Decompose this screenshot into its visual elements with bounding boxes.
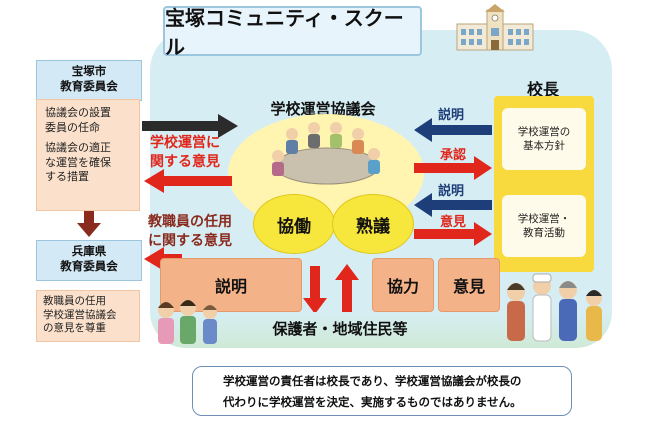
deliberation-text: 熟議 [356, 216, 390, 237]
opinion-management-line2: 関する意見 [150, 154, 220, 170]
arrow-principal-explain-top [414, 118, 492, 142]
community-explain-text: 説明 [214, 277, 247, 296]
opinion-management-line1: 学校運営に [150, 135, 220, 151]
pref-board-duties: 教職員の任用 学校運営協議会 の意見を尊重 [36, 290, 140, 342]
page-title: 宝塚コミュニティ・スクール [163, 6, 422, 59]
city-board-name-line1: 宝塚市 [71, 64, 107, 78]
pref-duty-line3: の意見を尊重 [43, 322, 106, 334]
city-board-duties: 協議会の設置 委員の任命 協議会の適正 な運営を確保 する措置 [36, 99, 140, 211]
city-board-name-line2: 教育委員会 [60, 79, 118, 93]
explain-top-label: 説明 [438, 108, 465, 123]
collaboration-text: 協働 [277, 216, 311, 237]
principal-activities: 学校運営・ 教育活動 [502, 195, 586, 257]
principal-card1-line2: 基本方針 [523, 140, 565, 152]
meeting-illustration [272, 122, 380, 185]
community-cooperate-text: 協力 [386, 277, 419, 296]
deliberation-bubble: 熟議 [332, 194, 414, 254]
principal-basic-policy: 学校運営の 基本方針 [502, 108, 586, 170]
school-building-icon [456, 4, 534, 51]
residents-right-illustration [507, 273, 602, 342]
community-opinion-box: 意見 [438, 258, 500, 312]
city-board-header: 宝塚市 教育委員会 [36, 60, 142, 101]
arrow-council-to-city [144, 169, 232, 193]
city-duty-2-line1: 協議会の適正 [45, 141, 111, 154]
arrow-city-to-council [142, 114, 238, 138]
arrow-council-opinion [414, 222, 492, 246]
opinion-right-label: 意見 [440, 215, 467, 230]
approve-label: 承認 [440, 148, 467, 163]
opinion-staff-line1: 教職員の任用 [148, 214, 232, 230]
pref-board-header: 兵庫県 教育委員会 [36, 240, 142, 281]
council-label: 学校運営協議会 [270, 100, 376, 118]
opinion-management-label: 学校運営に 関する意見 [150, 134, 220, 172]
page-title-text: 宝塚コミュニティ・スクール [165, 6, 404, 59]
city-duty-2-line3: する措置 [45, 170, 89, 183]
pref-duty-line1: 教職員の任用 [43, 295, 106, 307]
note-line1: 学校運営の責任者は校長であり、学校運営協議会が校長の [223, 374, 522, 388]
residents-left-illustration [158, 300, 217, 344]
arrow-city-to-pref [77, 211, 101, 237]
pref-board-name-line2: 教育委員会 [60, 259, 118, 273]
city-duty-1-line1: 協議会の設置 [45, 106, 111, 119]
note-box: 学校運営の責任者は校長であり、学校運営協議会が校長の 代わりに学校運営を決定、実… [192, 366, 572, 416]
principal-card2-line2: 教育活動 [523, 227, 565, 239]
opinion-staff-label: 教職員の任用 に関する意見 [148, 213, 232, 251]
arrow-council-to-residents [303, 266, 327, 314]
community-opinion-text: 意見 [452, 277, 485, 296]
arrow-residents-to-council [335, 264, 359, 314]
arrow-principal-explain-mid [414, 193, 492, 217]
explain-mid-label: 説明 [438, 184, 465, 199]
city-duty-1-line2: 委員の任命 [45, 120, 100, 134]
city-duty-2-line2: な運営を確保 [45, 155, 111, 169]
opinion-staff-line2: に関する意見 [148, 233, 232, 249]
council-members [272, 122, 380, 176]
note-line2: 代わりに学校運営を決定、実施するものではありません。 [223, 395, 522, 409]
collaboration-bubble: 協働 [253, 194, 335, 254]
residents-label: 保護者・地域住民等 [272, 320, 408, 338]
community-cooperate-box: 協力 [372, 258, 434, 312]
principal-label: 校長 [527, 80, 560, 99]
pref-duty-line2: 学校運営協議会 [43, 308, 117, 321]
arrow-council-approve [414, 156, 492, 180]
pref-board-name-line1: 兵庫県 [71, 244, 107, 258]
principal-card1-line1: 学校運営の [517, 126, 571, 138]
principal-card2-line1: 学校運営・ [517, 213, 571, 225]
